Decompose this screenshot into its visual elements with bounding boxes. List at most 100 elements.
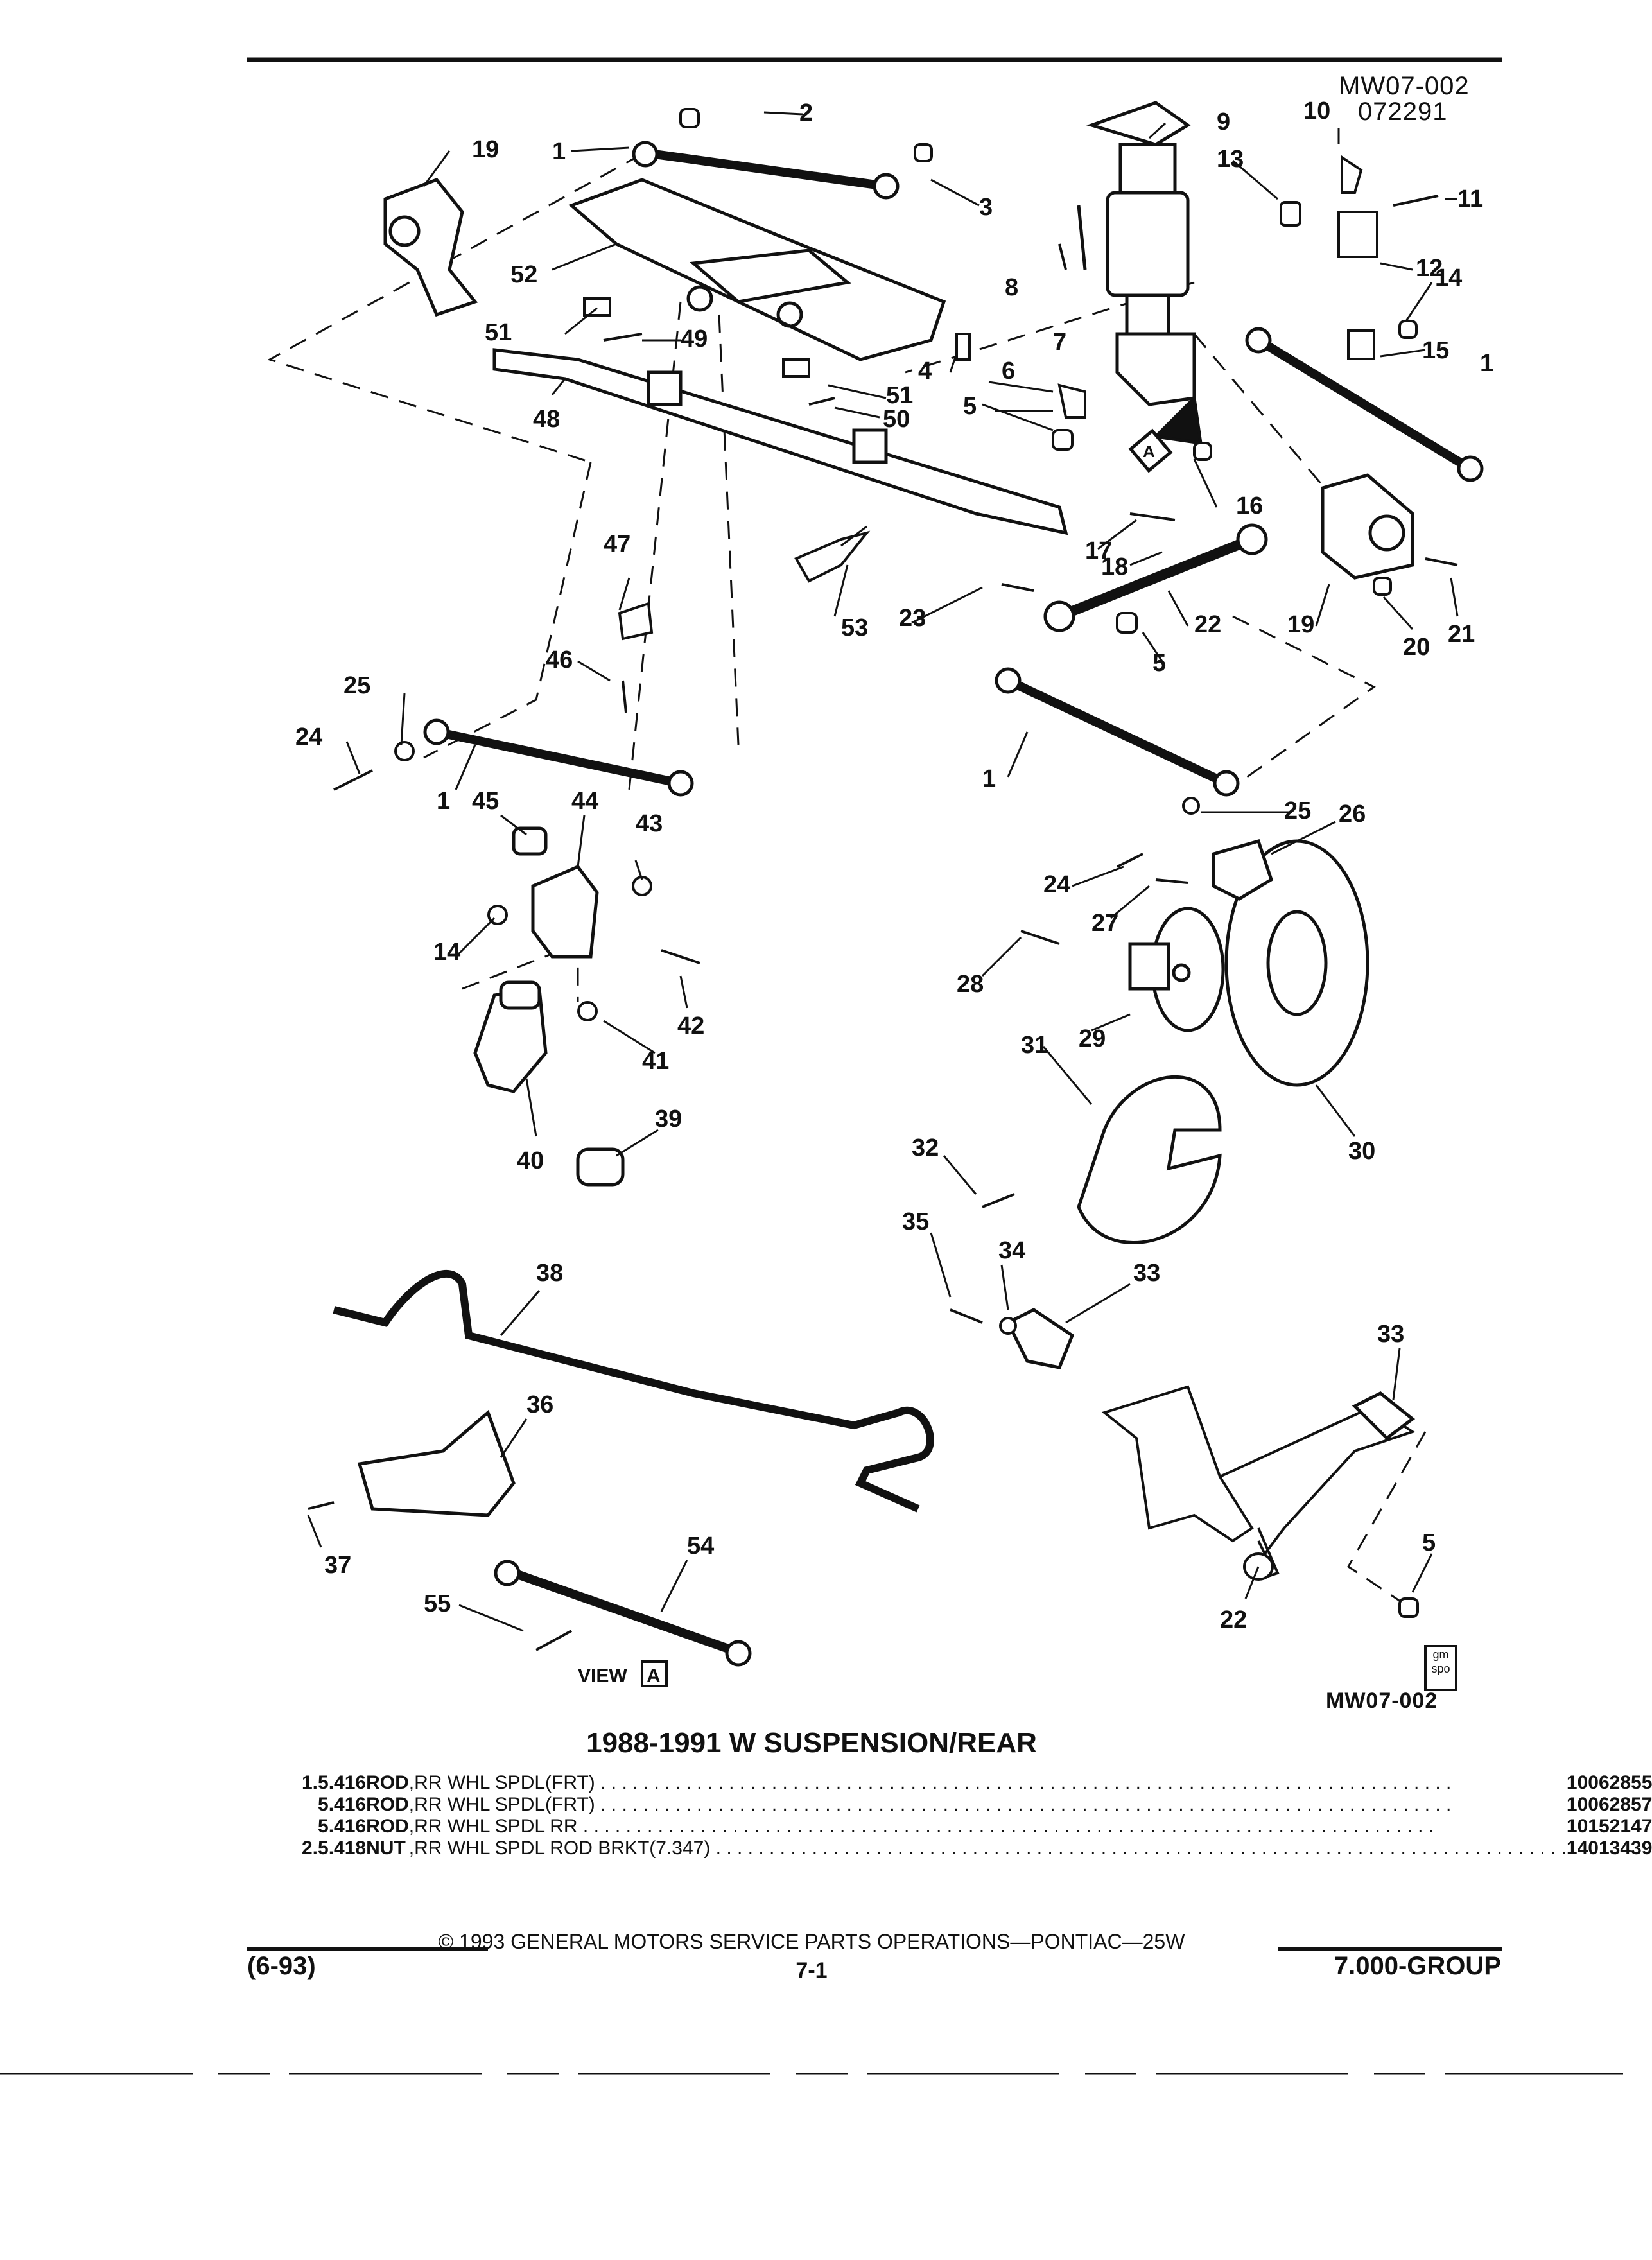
callout-41: 41 (642, 1048, 669, 1075)
leaf-spring-48 (492, 348, 1068, 535)
callout-19b: 19 (1287, 611, 1314, 638)
fasteners (308, 108, 1458, 1651)
callout-39: 39 (655, 1106, 682, 1133)
callout-5c: 5 (1422, 1529, 1436, 1556)
parts-part_no: 10062857 (1566, 1794, 1652, 1815)
callout-42: 42 (677, 1013, 704, 1039)
callout-29: 29 (1079, 1025, 1106, 1052)
knuckle-19-left (383, 178, 478, 317)
callout-4: 4 (918, 358, 932, 385)
callout-9: 9 (1217, 109, 1230, 135)
callout-51a: 51 (485, 319, 512, 346)
callout-55: 55 (424, 1590, 451, 1617)
callout-52: 52 (510, 261, 537, 288)
callout-25b: 25 (1284, 797, 1311, 824)
callout-20: 20 (1403, 634, 1430, 661)
parts-part_no: 10152147 (1566, 1816, 1652, 1837)
callout-35: 35 (902, 1208, 929, 1235)
view-a-arrow (1128, 394, 1203, 473)
bracket-36 (357, 1409, 516, 1517)
callout-15: 15 (1422, 337, 1449, 364)
logo-line-2: spo (1431, 1662, 1450, 1675)
callout-36: 36 (526, 1391, 553, 1418)
view-label: VIEW (578, 1665, 627, 1687)
callout-27: 27 (1091, 910, 1118, 937)
parts-description: ,RR WHL SPDL RR . . . . . . . . . . . . … (408, 1816, 1434, 1837)
parts-item: 1. (302, 1772, 318, 1793)
crossmember-52 (568, 178, 946, 361)
callout-43: 43 (636, 810, 663, 837)
parts-code: 5.416 (318, 1772, 367, 1793)
parts-item (302, 1816, 318, 1838)
callout-25a: 25 (343, 672, 370, 699)
parts-name: ROD (366, 1794, 409, 1815)
knuckle-19-right (1321, 473, 1414, 580)
callout-leaders (307, 111, 1459, 1632)
callout-47: 47 (604, 531, 630, 558)
view-letter: A (647, 1665, 661, 1687)
parts-code: 5.416 (318, 1816, 367, 1837)
gm-spo-logo: gm spo (1424, 1645, 1457, 1691)
upper-rod-1 (632, 141, 900, 200)
callout-23: 23 (899, 605, 926, 632)
bushing-39 (576, 1147, 625, 1186)
callout-14a: 14 (1435, 265, 1462, 291)
callout-34: 34 (998, 1237, 1025, 1264)
shock-absorber-9 (1077, 101, 1196, 406)
callout-24b: 24 (1043, 871, 1070, 898)
logo-line-1: gm (1432, 1648, 1449, 1661)
callout-54: 54 (687, 1533, 714, 1560)
figure-code-bottom: MW07-002 (1326, 1689, 1438, 1713)
parts-description: ,RR WHL SPDL(FRT) . . . . . . . . . . . … (408, 1794, 1452, 1815)
callout-24a: 24 (295, 724, 322, 751)
callout-32: 32 (912, 1134, 939, 1161)
footer-page-number: 7-1 (796, 1958, 828, 1983)
callout-11: 11 (1457, 186, 1483, 213)
rod-18-22 (1043, 523, 1268, 632)
callout-1b: 1 (1480, 350, 1493, 377)
callout-40: 40 (517, 1147, 544, 1174)
parts-item (302, 1794, 318, 1816)
caliper-26 (1212, 839, 1274, 901)
callout-numbers: 1 2 3 19 52 51 49 48 4 51 50 5 6 7 8 9 1… (295, 98, 1493, 1633)
callout-letter-a: A (1143, 442, 1155, 461)
callout-8: 8 (1005, 274, 1018, 301)
callout-22a: 22 (1194, 611, 1221, 638)
callout-13: 13 (1217, 146, 1244, 173)
rod-54 (494, 1560, 752, 1667)
callout-22b: 22 (1220, 1606, 1247, 1633)
parts-code: 5.418 (318, 1838, 367, 1859)
callout-53: 53 (841, 614, 868, 641)
callout-1c: 1 (437, 788, 450, 815)
parts-part_no: 10062855 (1566, 1772, 1652, 1793)
footer-date: (6-93) (247, 1952, 316, 1980)
parts-name: ROD (366, 1816, 409, 1837)
callout-44: 44 (571, 788, 598, 815)
dashed-guide-lines (267, 153, 1427, 1606)
footer-group: 7.000-GROUP (1334, 1952, 1501, 1980)
callout-14b: 14 (433, 939, 460, 966)
footer-copyright: © 1993 GENERAL MOTORS SERVICE PARTS OPER… (438, 1930, 1185, 1953)
callout-48: 48 (533, 406, 560, 433)
callout-38: 38 (536, 1260, 563, 1287)
callout-28: 28 (957, 971, 984, 998)
rod-1-right-lower (995, 667, 1240, 797)
callout-2: 2 (799, 100, 813, 126)
parts-item: 2. (302, 1838, 318, 1859)
rod-1-right-upper (1245, 327, 1484, 482)
parts-name: NUT (366, 1838, 406, 1859)
stabilizer-bar-38 (333, 1269, 934, 1513)
section-title: 1988-1991 W SUSPENSION/REAR (586, 1727, 1037, 1759)
bracket-40 (473, 980, 548, 1093)
callout-21: 21 (1448, 621, 1475, 648)
callout-30: 30 (1348, 1138, 1375, 1165)
backing-plate-31 (1077, 1075, 1222, 1245)
parts-part_no: 14013439 (1566, 1838, 1652, 1859)
parts-code: 5.416 (318, 1794, 367, 1815)
callout-50: 50 (883, 406, 910, 433)
bracket-33 (1005, 1308, 1416, 1441)
